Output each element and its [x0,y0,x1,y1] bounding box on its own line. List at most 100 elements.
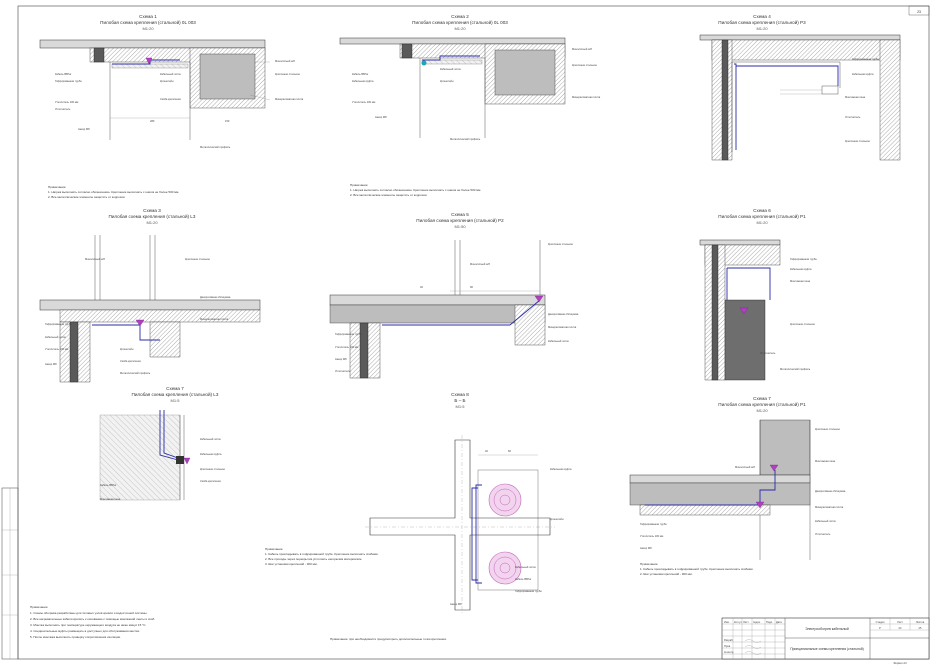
svg-text:Скоба крепления: Скоба крепления [160,97,181,101]
svg-text:Разраб.: Разраб. [724,638,734,642]
scheme-scale: М1:20 [142,26,154,31]
svg-text:Кабельный лоток: Кабельный лоток [160,72,182,76]
svg-text:М1:20: М1:20 [454,26,466,31]
svg-text:Крепление стальное: Крепление стальное [815,427,840,431]
svg-text:Кол.уч: Кол.уч [734,620,742,624]
svg-text:Кабель ВВГнг: Кабель ВВГнг [352,72,369,76]
svg-text:Гофрированная труба: Гофрированная труба [55,79,82,83]
svg-text:Декоративная облицовка: Декоративная облицовка [815,489,846,493]
scheme-4: Схема 4 Пилобая схема крепления (стально… [699,14,901,161]
svg-text:Крепление стальное: Крепление стальное [275,72,300,76]
svg-text:Примечание:: Примечание: [30,605,48,609]
svg-text:280: 280 [150,119,155,123]
svg-text:Кабель ВВГнг: Кабель ВВГнг [515,577,532,581]
svg-text:Пров.: Пров. [724,644,731,648]
svg-text:М1:20: М1:20 [756,408,768,413]
svg-text:Анкер М8: Анкер М8 [78,127,90,131]
scheme-1: Схема 1 Пилобая схема крепления (стально… [39,14,304,199]
svg-text:Лист: Лист [897,620,903,624]
svg-text:Крепление стальное: Крепление стальное [185,257,210,261]
svg-text:Примечание:: Примечание: [640,562,658,566]
svg-text:Кабельная муфта: Кабельная муфта [790,267,812,271]
svg-text:Уплотнитель: Уплотнитель [55,107,71,111]
svg-text:Примечание:: Примечание: [265,547,283,551]
svg-text:Утеплитель 100 мм: Утеплитель 100 мм [45,347,69,351]
svg-text:3. Монтаж выполнять при темпер: 3. Монтаж выполнять при температуре окру… [30,623,146,627]
svg-text:Пилобая схема крепления (сталь: Пилобая схема крепления (стальной) Р1 [718,401,806,407]
svg-text:1. Нагрев выполнять согласно о: 1. Нагрев выполнять согласно обозначению… [48,190,179,194]
svg-text:Кабельная муфта: Кабельная муфта [550,467,572,471]
svg-text:Утеплитель 100 мм: Утеплитель 100 мм [640,534,664,538]
svg-text:Кабель ВВГнг: Кабель ВВГнг [55,72,72,76]
svg-text:Кронштейн: Кронштейн [120,347,134,351]
svg-text:5. После монтажа выполнить про: 5. После монтажа выполнить проверку сопр… [30,635,121,639]
page-number: 23 [917,10,921,14]
svg-text:Уплотнитель: Уплотнитель [845,115,861,119]
svg-text:1. Схемы обогрева разработаны: 1. Схемы обогрева разработаны для типовы… [30,611,148,615]
svg-text:Скоба крепления: Скоба крепления [120,359,141,363]
scheme-subtitle: Пилобая схема крепления (стальной) 0L 00… [100,19,196,25]
svg-text:Анкер М8: Анкер М8 [375,115,387,119]
general-notes: Примечание: 1. Схемы обогрева разработан… [30,605,447,641]
svg-text:60: 60 [508,449,511,453]
svg-text:3. Шаг установки креплений - 3: 3. Шаг установки креплений - 300 мм. [265,562,318,566]
svg-text:Пилобая схема крепления (сталь: Пилобая схема крепления (стальной) Р1 [718,213,806,219]
svg-text:1. Кабель прокладывать в гофри: 1. Кабель прокладывать в гофрированной т… [640,567,754,571]
svg-text:Кронштейн: Кронштейн [160,79,174,83]
svg-text:Уплотнитель: Уплотнитель [815,532,831,536]
svg-text:Схема 5: Схема 5 [451,212,469,217]
svg-text:М1:20: М1:20 [756,220,768,225]
svg-text:Монтажная пена: Монтажная пена [100,497,121,501]
svg-text:2. Шаг установки креплений - 3: 2. Шаг установки креплений - 300 мм. [640,572,693,576]
svg-text:Кабельный лоток: Кабельный лоток [440,67,462,71]
scheme-2: Схема 2 Пилобая схема крепления (стально… [339,14,601,197]
svg-text:Кабельный лоток: Кабельный лоток [45,335,67,339]
svg-text:Стадия: Стадия [876,620,885,624]
svg-text:Схема 3: Схема 3 [143,208,161,213]
svg-text:Б – Б: Б – Б [454,398,465,403]
scheme-8: Схема 8 Б – Б М1:5 60 40 Кабельная муфта… [365,392,572,615]
svg-text:Подп.: Подп. [766,620,773,624]
svg-text:Лист: Лист [743,620,749,624]
svg-text:Листов: Листов [916,620,925,624]
drawing-title: Электрообогрев кабельный [805,627,849,631]
svg-text:23: 23 [899,626,902,630]
signature-1 [744,639,762,643]
signature-2 [744,645,762,649]
svg-text:Пилобая схема крепления (сталь: Пилобая схема крепления (стальной) L3 [109,213,196,219]
svg-text:Металлический профиль: Металлический профиль [780,367,811,371]
scheme-9: Схема 7 Пилобая схема крепления (стально… [629,396,846,576]
svg-text:Крепление стальное: Крепление стальное [200,467,225,471]
svg-text:Металлический профиль: Металлический профиль [200,145,231,149]
svg-text:Кабельная муфта: Кабельная муфта [852,72,874,76]
svg-text:Металлический профиль: Металлический профиль [450,137,481,141]
svg-text:Пилобая схема крепления (сталь: Пилобая схема крепления (стальной) Р3 [718,19,806,25]
svg-text:Крепление стальное: Крепление стальное [572,63,597,67]
svg-text:Схема 4: Схема 4 [753,14,771,19]
svg-text:25: 25 [919,626,922,630]
svg-text:М1:50: М1:50 [454,224,466,229]
svg-text:40: 40 [485,449,488,453]
svg-text:1. Кабель прокладывать в гофри: 1. Кабель прокладывать в гофрированной т… [265,552,379,556]
svg-text:Кабельная муфта: Кабельная муфта [352,79,374,83]
svg-text:Анкер М8: Анкер М8 [640,546,652,550]
scheme-6: Схема 6 Пилобая схема крепления (стально… [699,208,817,381]
svg-text:1. Нагрев выполнять согласно о: 1. Нагрев выполнять согласно обозначению… [350,188,481,192]
drawing-description: Принципиальные схемы крепления (стальной… [790,647,864,651]
svg-text:Кабельная муфта: Кабельная муфта [200,452,222,456]
svg-text:Схема 7: Схема 7 [166,386,184,391]
svg-text:Анкер М8: Анкер М8 [450,602,462,606]
svg-text:Крепление стальное: Крепление стальное [790,322,815,326]
svg-text:Схема 6: Схема 6 [753,208,771,213]
scheme-3: Схема 3 Пилобая схема крепления (стально… [39,208,261,383]
svg-text:Пилобая схема крепления (сталь: Пилобая схема крепления (стальной) L3 [132,391,219,397]
svg-text:Крепление стальное: Крепление стальное [548,242,573,246]
svg-text:Уплотнитель: Уплотнитель [760,351,776,355]
svg-text:Минераловатная плита: Минераловатная плита [815,505,844,509]
svg-text:М1:20: М1:20 [146,220,158,225]
svg-text:Минераловатная плита: Минераловатная плита [200,317,229,321]
svg-text:Монолитный ж/б: Монолитный ж/б [735,465,756,469]
svg-text:Монтажная пена: Монтажная пена [790,279,811,283]
svg-text:Примечание:: Примечание: [350,183,368,187]
title-block: Изм. Кол.уч Лист №док. Подп. Дата Разраб… [721,617,930,665]
